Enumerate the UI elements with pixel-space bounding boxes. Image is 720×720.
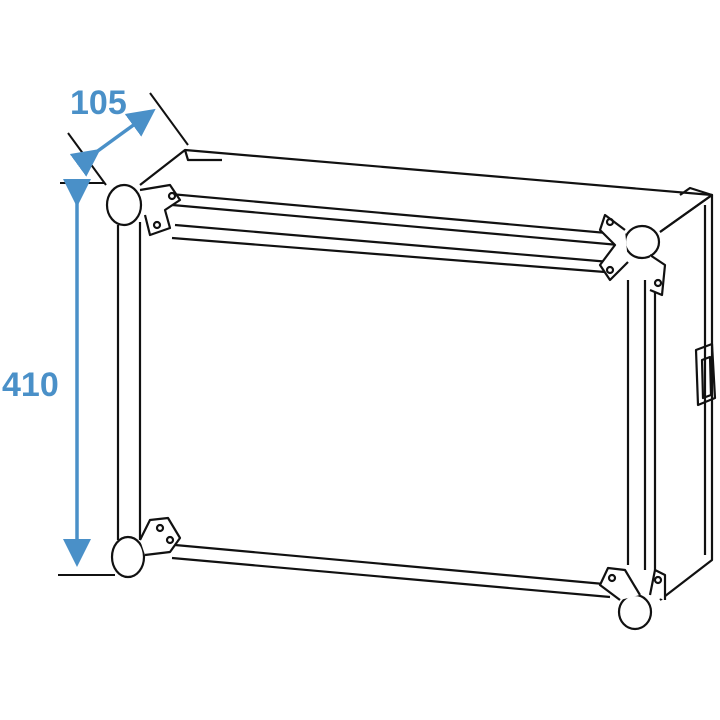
right-side [659, 193, 714, 601]
corner-top-left [105, 183, 182, 237]
depth-arrow [69, 108, 156, 177]
corner-bottom-right [598, 566, 667, 631]
dimension-arrows [63, 108, 156, 567]
depth-label: 105 [70, 84, 127, 122]
side-handle [694, 342, 717, 407]
top-face [139, 148, 714, 233]
corner-top-right [598, 213, 667, 297]
front-frame [116, 222, 142, 540]
height-label: 410 [2, 366, 59, 404]
corner-bottom-left [110, 516, 182, 579]
